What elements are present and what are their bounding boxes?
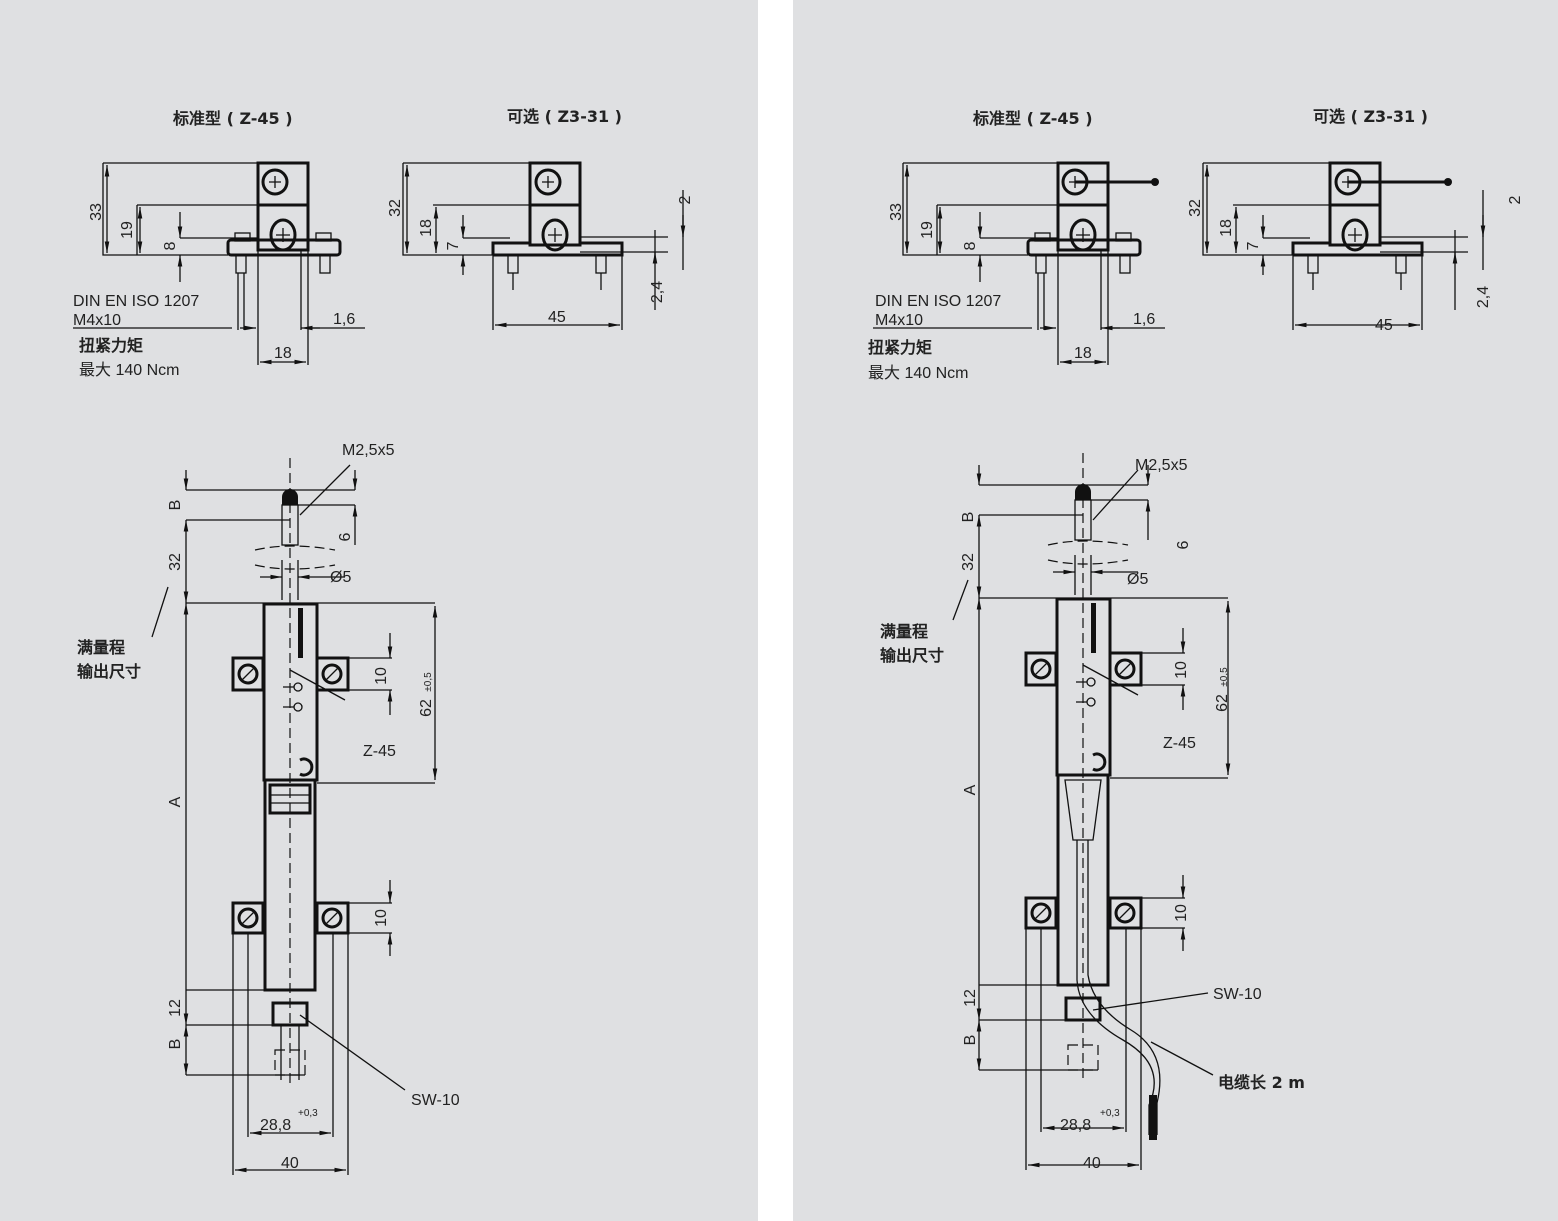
mount-standard-title: 标准型 ( Z-45 ) (972, 109, 1093, 128)
dim-10-a: 10 (373, 667, 390, 685)
screw-size: M4x10 (875, 312, 923, 329)
dim-45: 45 (1375, 317, 1393, 334)
dim-18: 18 (1074, 345, 1092, 362)
dim-b-top: B (960, 512, 977, 523)
dim-28-8-tolerance: +0,3 (1100, 1108, 1120, 1119)
leader-lines (952, 469, 1214, 1076)
right-mounts (873, 163, 1483, 365)
dim-18: 18 (274, 345, 292, 362)
dim-45: 45 (548, 309, 566, 326)
dim-40: 40 (281, 1155, 299, 1172)
dim-2: 2 (677, 195, 694, 204)
dim-2: 2 (1507, 195, 1524, 204)
torque-label: 扭紧力矩 (868, 338, 932, 357)
full-scale-label-1: 满量程 (880, 622, 928, 641)
screw-size: M4x10 (73, 312, 121, 329)
dim-19: 19 (919, 221, 936, 239)
leader-lines (151, 464, 406, 1091)
dim-10-b: 10 (373, 909, 390, 927)
dim-a: A (962, 784, 979, 795)
dim-32: 32 (1187, 199, 1204, 217)
cable-gland (1064, 779, 1102, 841)
dim-33: 33 (888, 203, 905, 221)
dim-62: 62 (418, 699, 435, 717)
dim-1-6: 1,6 (1133, 311, 1155, 328)
left-mount-standard (73, 163, 365, 365)
wrench-size: SW-10 (411, 1092, 460, 1109)
dim-b-bottom: B (167, 1039, 184, 1050)
dim-62-tolerance: ±0,5 (1219, 667, 1230, 687)
dim-33: 33 (88, 203, 105, 221)
thread-label: M2,5x5 (342, 442, 395, 459)
drawing-panel-cable-version (793, 0, 1558, 1221)
dim-12: 12 (962, 989, 979, 1007)
dim-diameter-5: Ø5 (330, 569, 351, 586)
torque-value: 最大 140 Ncm (79, 361, 179, 379)
dim-40: 40 (1083, 1155, 1101, 1172)
clamp-label: Z-45 (1163, 735, 1196, 752)
dim-diameter-5: Ø5 (1127, 571, 1148, 588)
dim-a: A (167, 796, 184, 807)
dim-19: 19 (119, 221, 136, 239)
clamp-label: Z-45 (363, 743, 396, 760)
mount-standard-title: 标准型 ( Z-45 ) (172, 109, 293, 128)
dim-10-a: 10 (1173, 661, 1190, 679)
dim-28-8: 28,8 (1060, 1117, 1091, 1134)
mount-optional-title: 可选 ( Z3-31 ) (1313, 107, 1428, 126)
dim-7: 7 (1245, 241, 1262, 250)
dim-12: 12 (167, 999, 184, 1017)
dim-8: 8 (162, 241, 179, 250)
full-scale-label-2: 输出尺寸 (77, 662, 141, 681)
connector-plug (268, 783, 312, 1080)
dim-10-b: 10 (1173, 904, 1190, 922)
dim-28-8: 28,8 (260, 1117, 291, 1134)
full-scale-label-2: 输出尺寸 (880, 646, 944, 665)
dim-b-bottom: B (962, 1035, 979, 1046)
dim-62: 62 (1214, 694, 1231, 712)
screw-standard: DIN EN ISO 1207 (875, 293, 1001, 310)
dim-32-side: 32 (960, 553, 977, 571)
mount-optional-title: 可选 ( Z3-31 ) (507, 107, 622, 126)
dim-62-tolerance: ±0,5 (423, 672, 434, 692)
dim-7: 7 (445, 241, 462, 250)
dim-18-opt: 18 (1218, 219, 1235, 237)
right-labels: 标准型 ( Z-45 ) 可选 ( Z3-31 ) 33 19 8 DIN EN… (868, 107, 1524, 1172)
dim-b-top: B (167, 500, 184, 511)
dim-32: 32 (387, 199, 404, 217)
dim-8: 8 (962, 241, 979, 250)
screw-standard: DIN EN ISO 1207 (73, 293, 199, 310)
dim-6: 6 (337, 532, 354, 541)
dim-2-4: 2,4 (1475, 286, 1492, 308)
left-sensor (151, 458, 435, 1175)
dim-6: 6 (1175, 540, 1192, 549)
wrench-size: SW-10 (1213, 986, 1262, 1003)
thread-label: M2,5x5 (1135, 457, 1188, 474)
dim-18-opt: 18 (418, 219, 435, 237)
dim-1-6: 1,6 (333, 311, 355, 328)
dim-2-4: 2,4 (649, 281, 666, 303)
cable (1076, 840, 1161, 1135)
cable-length: 电缆长 2 m (1218, 1073, 1305, 1092)
dim-32-side: 32 (167, 553, 184, 571)
drawing-panel-connector-version (0, 0, 758, 1221)
full-scale-label-1: 满量程 (77, 638, 125, 657)
right-sensor (952, 453, 1228, 1170)
torque-value: 最大 140 Ncm (868, 364, 968, 382)
dim-28-8-tolerance: +0,3 (298, 1108, 318, 1119)
left-labels: 标准型 ( Z-45 ) 可选 ( Z3-31 ) 33 19 8 DIN EN… (73, 107, 694, 1172)
torque-label: 扭紧力矩 (79, 336, 143, 355)
